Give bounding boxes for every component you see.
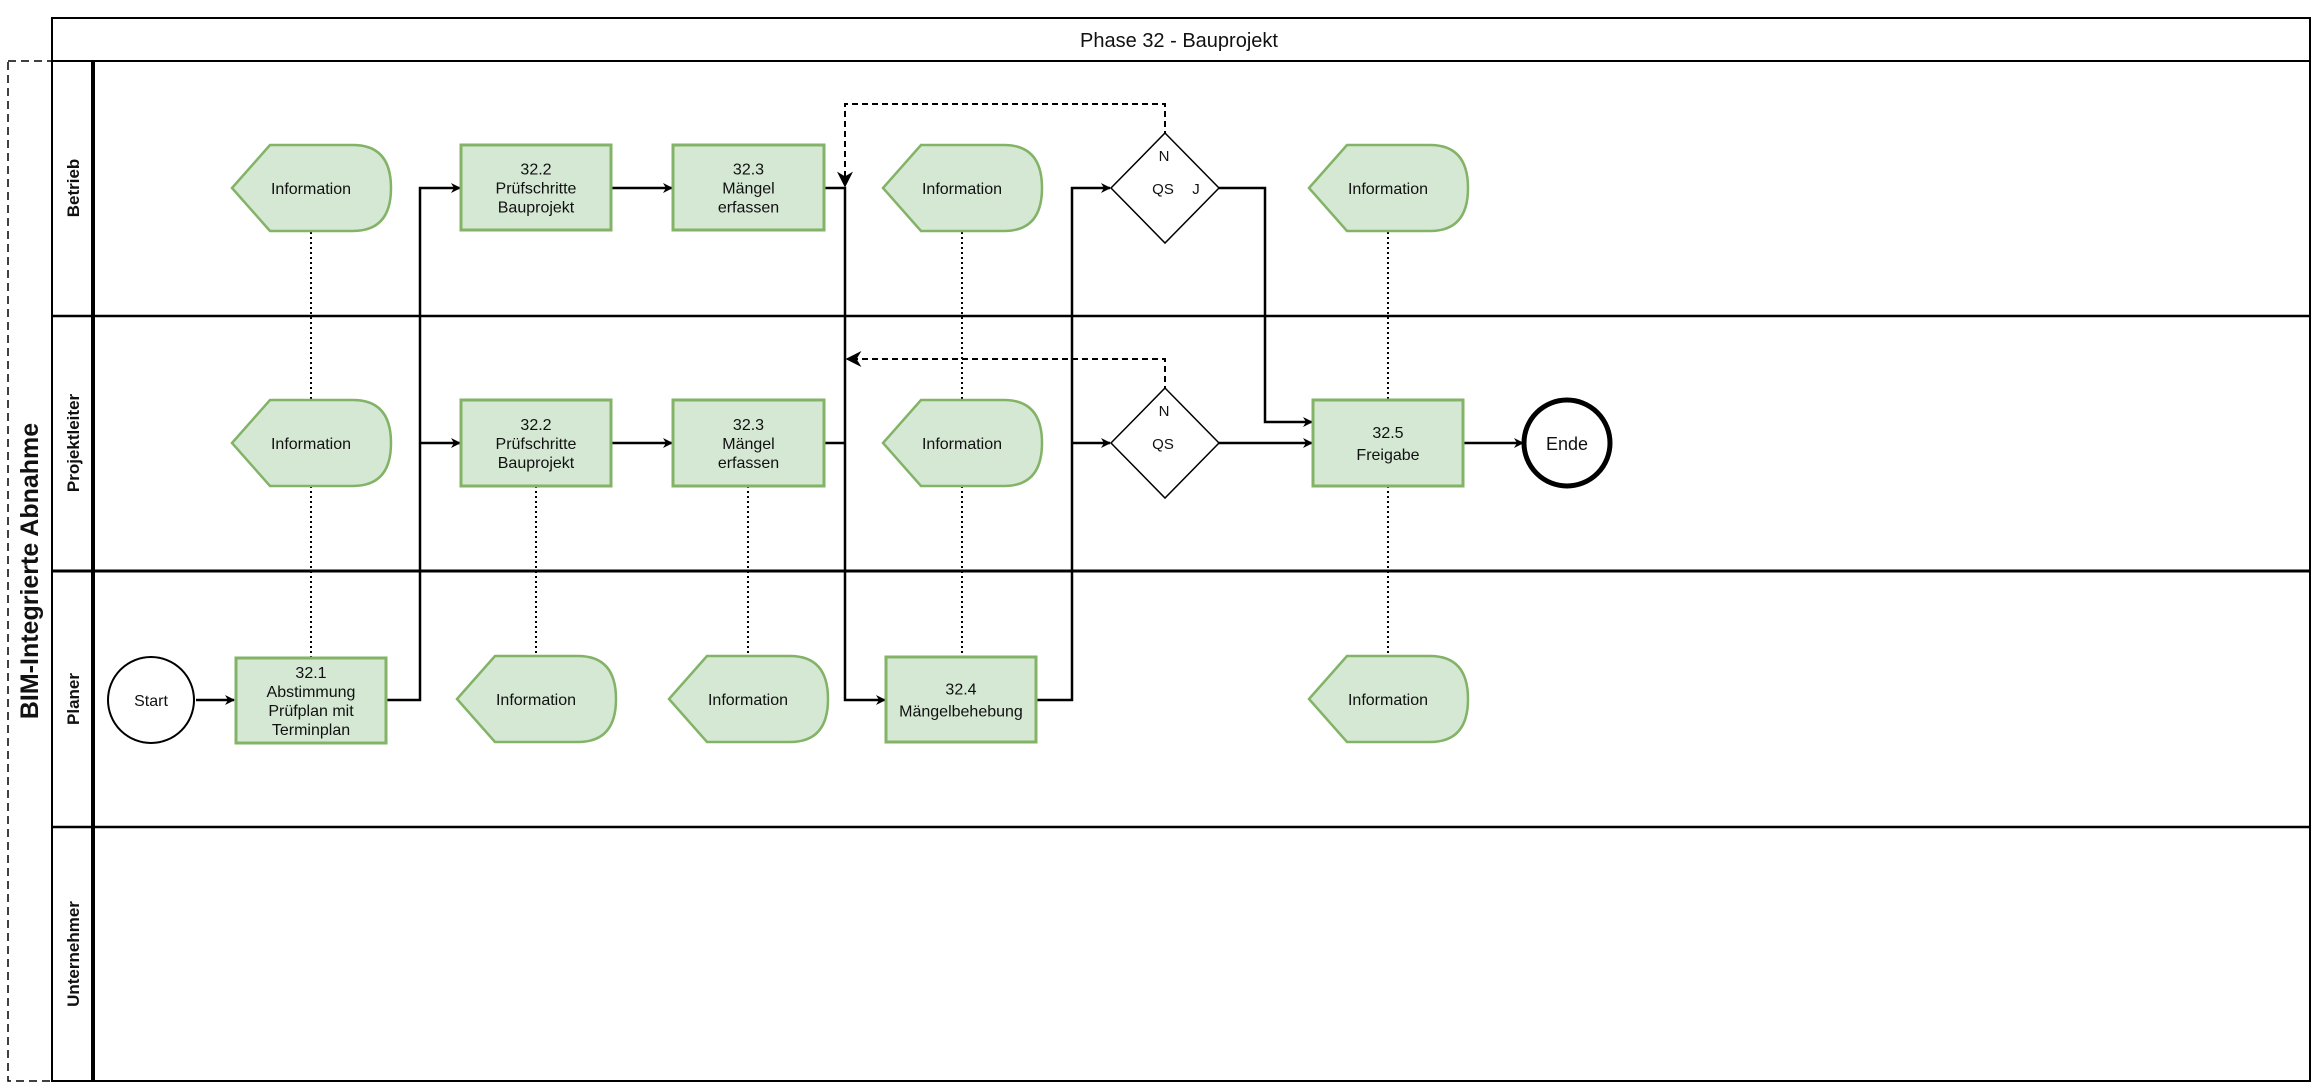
- info-label: Information: [708, 692, 788, 709]
- task-box: [459, 143, 613, 232]
- lane-label-projektleiter: Projektleiter: [64, 393, 83, 492]
- info-label: Information: [271, 436, 351, 453]
- task-label-line: erfassen: [718, 455, 779, 472]
- task-label-line: 32.3: [733, 162, 764, 179]
- start-label: Start: [134, 693, 168, 710]
- task-label-line: 32.3: [733, 417, 764, 434]
- end-event: Ende: [1521, 397, 1613, 489]
- gateway-qs-projektleiter: QS N: [1109, 386, 1221, 500]
- info-label: Information: [271, 181, 351, 198]
- task-label-line: 32.5: [1372, 425, 1403, 442]
- gateway-no-label: N: [1159, 148, 1170, 165]
- pool-title: BIM-Integrierte Abnahme: [16, 423, 44, 719]
- phase-header: Phase 32 - Bauprojekt: [51, 17, 2311, 62]
- pool: BIM-Integrierte Abnahme: [7, 60, 53, 1082]
- start-event: Start: [107, 656, 195, 744]
- task-label-line: Prüfschritte: [496, 181, 577, 198]
- task-label-line: 32.2: [520, 417, 551, 434]
- task-label-line: Prüfplan mit: [268, 703, 354, 720]
- gateway-yes-label: J: [1192, 181, 1200, 198]
- info-shape: [881, 398, 1044, 488]
- info-planer-1: Information: [455, 654, 618, 744]
- task-label-line: 32.2: [520, 162, 551, 179]
- info-shape: [230, 398, 393, 488]
- info-shape: [881, 143, 1044, 233]
- task-box: [459, 398, 613, 488]
- gateway-label: QS: [1152, 436, 1174, 453]
- lane-label-unternehmer: Unternehmer: [64, 901, 83, 1007]
- task-label-line: Mängel: [722, 181, 774, 198]
- gateway-no-label: N: [1159, 403, 1170, 420]
- lane-label-planer: Planer: [64, 673, 83, 725]
- info-shape: [667, 654, 830, 744]
- task-box: [234, 656, 388, 745]
- task-label-line: 32.1: [295, 665, 326, 682]
- info-betrieb-1: Information: [230, 143, 393, 233]
- info-projektleiter-2: Information: [881, 398, 1044, 488]
- task-box: [671, 398, 826, 488]
- task-box: [1311, 398, 1465, 488]
- info-label: Information: [1348, 181, 1428, 198]
- info-shape: [455, 654, 618, 744]
- gateway-label: QS: [1152, 181, 1174, 198]
- lane-label-betrieb: Betrieb: [64, 159, 83, 218]
- associations: [310, 232, 1389, 657]
- lanes: Betrieb Projektleiter Planer Unternehmer: [51, 60, 2311, 1082]
- task-label-line: Bauprojekt: [498, 455, 575, 472]
- task-label-line: Abstimmung: [267, 684, 356, 701]
- rework-flows: [837, 103, 1166, 392]
- info-betrieb-3: Information: [1307, 143, 1470, 233]
- task-label-line: Prüfschritte: [496, 436, 577, 453]
- info-planer-3: Information: [1307, 654, 1470, 744]
- end-label: Ende: [1546, 434, 1588, 454]
- info-projektleiter-1: Information: [230, 398, 393, 488]
- phase-title: Phase 32 - Bauprojekt: [1080, 30, 1278, 52]
- task-label-line: Mängelbehebung: [899, 704, 1023, 721]
- info-shape: [1307, 143, 1470, 233]
- info-shape: [230, 143, 393, 233]
- task-box: [671, 143, 826, 232]
- task-label-line: erfassen: [718, 200, 779, 217]
- gateway-qs-betrieb: QS N J: [1109, 131, 1221, 245]
- task-box: [884, 655, 1038, 744]
- task-label-line: Mängel: [722, 436, 774, 453]
- info-label: Information: [1348, 692, 1428, 709]
- task-label-line: Bauprojekt: [498, 200, 575, 217]
- info-label: Information: [922, 181, 1002, 198]
- info-shape: [1307, 654, 1470, 744]
- info-label: Information: [922, 436, 1002, 453]
- info-planer-2: Information: [667, 654, 830, 744]
- info-label: Information: [496, 692, 576, 709]
- task-label-line: 32.4: [945, 682, 976, 699]
- task-label-line: Freigabe: [1356, 447, 1419, 464]
- info-betrieb-2: Information: [881, 143, 1044, 233]
- task-label-line: Terminplan: [272, 722, 350, 739]
- sequence-flows: [196, 183, 1524, 705]
